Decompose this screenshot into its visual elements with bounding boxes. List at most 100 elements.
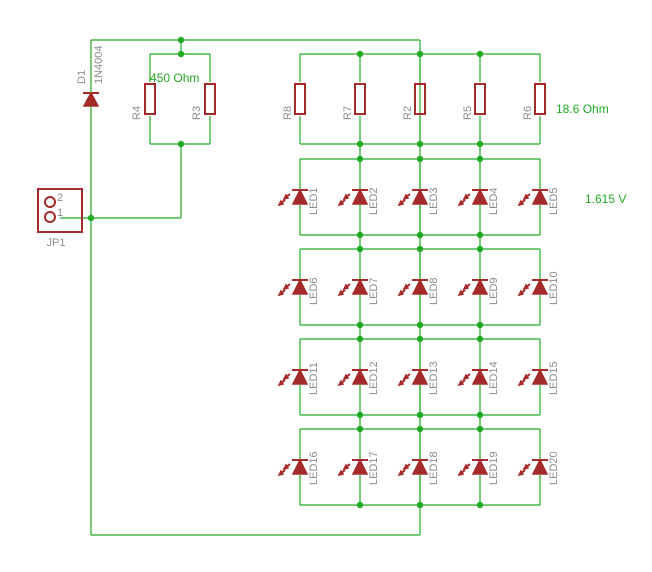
light-emission-icon <box>457 283 471 297</box>
junctions <box>87 36 185 222</box>
resistor-r5-label: R5 <box>462 106 474 120</box>
jumper-pin1-label: 1 <box>57 207 63 219</box>
led-symbol-icon <box>291 368 309 385</box>
light-emission-icon <box>457 193 471 207</box>
led-symbol-icon <box>411 368 429 385</box>
light-emission-icon <box>517 463 531 477</box>
light-emission-icon <box>277 463 291 477</box>
led-symbol-icon <box>351 458 369 475</box>
led-symbol-icon <box>531 278 549 295</box>
light-emission-icon <box>397 193 411 207</box>
led-led4[interactable]: LED4 <box>457 159 500 235</box>
led-led12[interactable]: LED12 <box>337 339 380 415</box>
led-symbol-icon <box>291 278 309 295</box>
light-emission-icon <box>517 373 531 387</box>
led-symbol-icon <box>531 458 549 475</box>
led-led9-label: LED9 <box>488 277 500 305</box>
led-led11-label: LED11 <box>308 362 320 395</box>
light-emission-icon <box>277 283 291 297</box>
jumper-pin1-icon <box>44 211 56 223</box>
led-led7-label: LED7 <box>368 277 380 305</box>
led-led20-label: LED20 <box>548 451 560 485</box>
led-led9[interactable]: LED9 <box>457 249 500 325</box>
led-led15-label: LED15 <box>548 361 560 395</box>
resistor-r4[interactable]: R4 <box>131 83 156 120</box>
resistor-r6[interactable]: R6 <box>522 54 546 144</box>
led-led8[interactable]: LED8 <box>397 249 440 325</box>
led-led18[interactable]: LED18 <box>397 429 440 505</box>
led-led20[interactable]: LED20 <box>517 429 560 505</box>
led-led1-label: LED1 <box>308 187 320 215</box>
light-emission-icon <box>457 463 471 477</box>
led-led3-label: LED3 <box>428 187 440 215</box>
led-led13[interactable]: LED13 <box>397 339 440 415</box>
resistor-r7[interactable]: R7 <box>342 54 366 144</box>
led-led10-label: LED10 <box>548 271 560 305</box>
led-led17[interactable]: LED17 <box>337 429 380 505</box>
led-led14-label: LED14 <box>488 361 500 395</box>
led-led2-label: LED2 <box>368 187 380 215</box>
resistor-r5[interactable]: R5 <box>462 54 486 144</box>
led-symbol-icon <box>471 458 489 475</box>
light-emission-icon <box>397 373 411 387</box>
resistor-r6-label: R6 <box>522 106 534 120</box>
led-led10[interactable]: LED10 <box>517 249 560 325</box>
led-led16[interactable]: LED16 <box>277 429 320 505</box>
resistor-r8-label: R8 <box>282 106 294 120</box>
led-symbol-icon <box>471 368 489 385</box>
jumper-jp1[interactable]: 2 1 JP1 <box>37 188 83 249</box>
led-symbol-icon <box>351 188 369 205</box>
led-symbol-icon <box>411 278 429 295</box>
led-led13-label: LED13 <box>428 361 440 395</box>
led-symbol-icon <box>411 458 429 475</box>
resistor-r8[interactable]: R8 <box>282 54 306 144</box>
led-symbol-icon <box>291 458 309 475</box>
led-led5[interactable]: LED5 <box>517 159 560 235</box>
light-emission-icon <box>337 463 351 477</box>
light-emission-icon <box>337 193 351 207</box>
led-symbol-icon <box>291 188 309 205</box>
led-led15[interactable]: LED15 <box>517 339 560 415</box>
led-led6-label: LED6 <box>308 277 320 305</box>
resistor-r4-label: R4 <box>131 106 143 120</box>
light-emission-icon <box>397 463 411 477</box>
led-led5-label: LED5 <box>548 187 560 215</box>
resistor-r2[interactable]: R2 <box>402 54 426 144</box>
led-symbol-icon <box>351 368 369 385</box>
diode-symbol-icon <box>82 91 100 107</box>
resistor-r3[interactable]: R3 <box>191 83 216 120</box>
resistor-r3-label: R3 <box>191 106 203 120</box>
light-emission-icon <box>277 373 291 387</box>
led-led2[interactable]: LED2 <box>337 159 380 235</box>
diode-name-label: D1 <box>76 70 88 84</box>
led-led7[interactable]: LED7 <box>337 249 380 325</box>
light-emission-icon <box>517 283 531 297</box>
led-led12-label: LED12 <box>368 361 380 395</box>
jumper-pin2-label: 2 <box>57 192 63 204</box>
left-resistor-value: 450 Ohm <box>150 71 199 85</box>
led-symbol-icon <box>351 278 369 295</box>
led-led3[interactable]: LED3 <box>397 159 440 235</box>
led-led14[interactable]: LED14 <box>457 339 500 415</box>
led-led18-label: LED18 <box>428 451 440 485</box>
led-symbol-icon <box>531 188 549 205</box>
right-resistor-value: 18.6 Ohm <box>556 102 609 116</box>
led-led6[interactable]: LED6 <box>277 249 320 325</box>
led-symbol-icon <box>471 188 489 205</box>
led-led1[interactable]: LED1 <box>277 159 320 235</box>
light-emission-icon <box>337 373 351 387</box>
led-led8-label: LED8 <box>428 277 440 305</box>
light-emission-icon <box>277 193 291 207</box>
led-led16-label: LED16 <box>308 451 320 485</box>
led-led4-label: LED4 <box>488 187 500 215</box>
led-led17-label: LED17 <box>368 451 380 485</box>
light-emission-icon <box>397 283 411 297</box>
jumper-pin2-icon <box>44 196 56 208</box>
led-symbol-icon <box>471 278 489 295</box>
diode-d1[interactable]: D1 1N4004 <box>76 45 105 112</box>
led-led19[interactable]: LED19 <box>457 429 500 505</box>
led-led11[interactable]: LED11 <box>277 339 320 415</box>
